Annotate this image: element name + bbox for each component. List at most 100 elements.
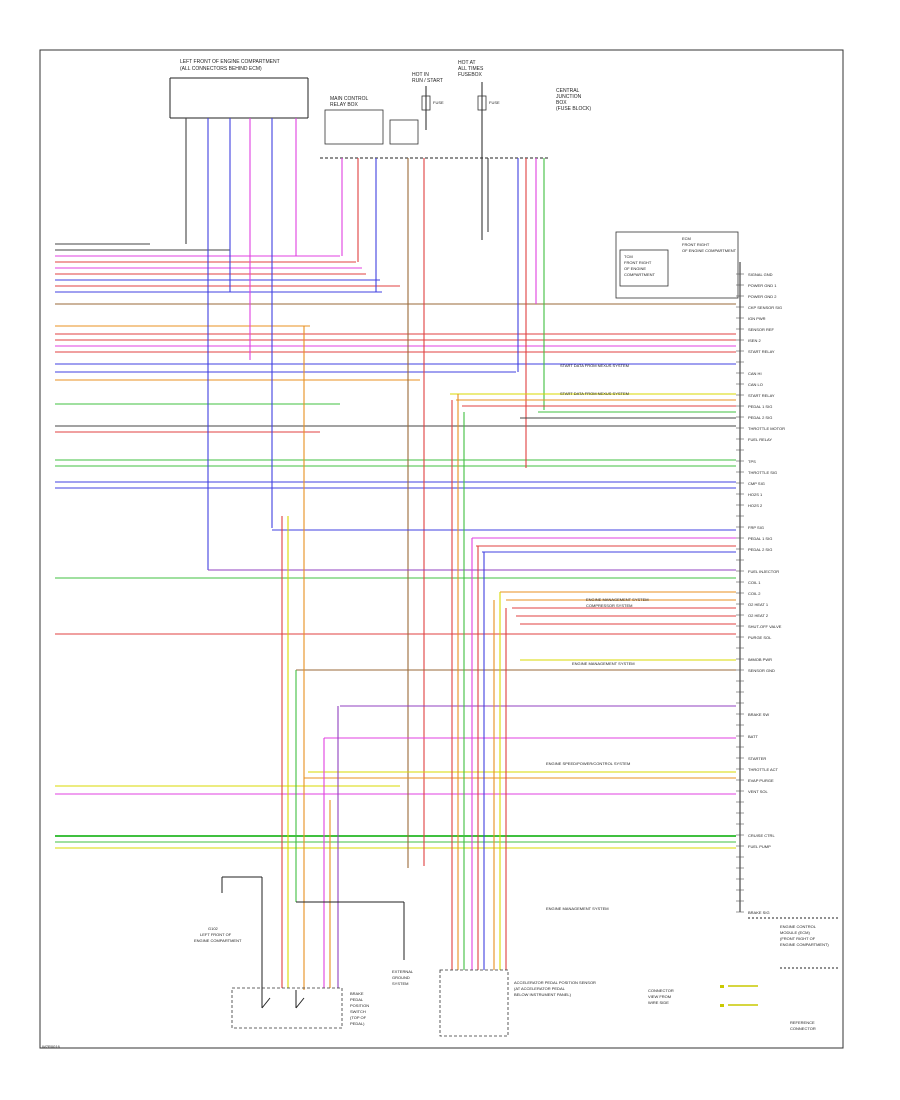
- pin-label: FRP SIG: [748, 525, 764, 530]
- pin-label: PURGE SOL: [748, 635, 772, 640]
- ecm-legend-label-2: MODULE (ECM): [780, 930, 810, 935]
- reference-connector-label-2: CONNECTOR: [790, 1026, 816, 1031]
- pedal-sensor-connector: ACCELERATOR PEDAL POSITION SENSOR (AT AC…: [439, 969, 596, 1037]
- pin-label: START RELAY: [748, 349, 775, 354]
- tcm-label-2: FRONT RIGHT: [624, 260, 652, 265]
- central-panel-label: CENTRAL JUNCTION BOX (FUSE BLOCK): [556, 88, 591, 112]
- ecm-legend-label-3: (FRONT RIGHT OF: [780, 936, 816, 941]
- brake-switch: BRAKE PEDAL POSITION SWITCH (TOP OF PEDA…: [231, 987, 369, 1029]
- diagram-frame: [39, 49, 844, 1049]
- top-left-connector: LEFT FRONT OF ENGINE COMPARTMENT (ALL CO…: [169, 59, 309, 119]
- pin-label: SIGNAL GND: [748, 272, 773, 277]
- ground-center-label-3: SYSTEM: [392, 981, 408, 986]
- annotation-2: START DATA FROM NEXUS SYSTEM: [560, 391, 629, 396]
- reference-connector-label-1: REFERENCE: [790, 1020, 815, 1025]
- annotation-5: ENGINE MANAGEMENT SYSTEM: [572, 661, 635, 666]
- hot-run-label-2: RUN / START: [412, 78, 443, 84]
- pin-label: HO2S 2: [748, 503, 763, 508]
- pin-label: HO2S 1: [748, 492, 763, 497]
- top-left-connector-label-1: LEFT FRONT OF ENGINE COMPARTMENT: [180, 59, 280, 65]
- pedal-sensor-label-1: ACCELERATOR PEDAL POSITION SENSOR: [514, 980, 596, 985]
- relay-box: MAIN CONTROL RELAY BOX: [320, 96, 548, 159]
- pin-label: THROTTLE MOTOR: [748, 426, 785, 431]
- brake-switch-label-4: SWITCH: [350, 1009, 366, 1014]
- connector-view-label-2: VIEW FROM: [648, 994, 671, 999]
- pin-label: CAN HI: [748, 371, 762, 376]
- hot-all-label-1: HOT AT: [458, 60, 476, 66]
- ecm-header-2: FRONT RIGHT: [682, 242, 710, 247]
- pin-label: COIL 1: [748, 580, 761, 585]
- pin-label: CAN LO: [748, 382, 763, 387]
- pin-label: TPS: [748, 459, 756, 464]
- wire-layer: [55, 118, 736, 990]
- pin-label: PEDAL 1 SIG: [748, 536, 772, 541]
- pedal-sensor-label-2: (AT ACCELERATOR PEDAL: [514, 986, 566, 991]
- pin-label: CKP SENSOR SIG: [748, 305, 782, 310]
- annotation-3: ENGINE MANAGEMENT SYSTEM: [586, 597, 649, 602]
- right-connector-pins: SIGNAL GND POWER GND 1 POWER GND 2 CKP SENS…: [736, 262, 785, 915]
- pin-label: THROTTLE ACT: [748, 767, 779, 772]
- pin-label: EVAP PURGE: [748, 778, 774, 783]
- pin-label: POWER GND 2: [748, 294, 777, 299]
- ground-center-label-1: EXTERNAL: [392, 969, 414, 974]
- brake-switch-label-5: (TOP OF: [350, 1015, 367, 1020]
- annotation-1: START DATA FROM NEXUS SYSTEM: [560, 363, 629, 368]
- relay-box-label-2: RELAY BOX: [330, 102, 359, 108]
- tcm-label-3: OF ENGINE: [624, 266, 646, 271]
- pin-label: PEDAL 1 SIG: [748, 404, 772, 409]
- pin-label: SENSOR REF: [748, 327, 775, 332]
- pin-label: STARTER: [748, 756, 766, 761]
- pin-label: FUEL RELAY: [748, 437, 772, 442]
- hot-all-label-3: FUSEBOX: [458, 72, 483, 78]
- fuse-right: FUSE: [477, 82, 500, 240]
- brake-switch-label-3: POSITION: [350, 1003, 369, 1008]
- fuse-right-label: FUSE: [489, 100, 500, 105]
- pin-label: SHUT-OFF VALVE: [748, 624, 782, 629]
- pin-label: BRAKE SW: [748, 712, 769, 717]
- pin-label: BRAKE SIG: [748, 910, 770, 915]
- tcm-box: TCM FRONT RIGHT OF ENGINE COMPARTMENT EC…: [615, 231, 739, 299]
- annotation-7: ENGINE MANAGEMENT SYSTEM: [546, 906, 609, 911]
- ground-center-label-2: GROUND: [392, 975, 410, 980]
- pin-label: COIL 2: [748, 591, 761, 596]
- annotation-6: ENGINE SPEED/POWER/CONTROL SYSTEM: [546, 761, 630, 766]
- pin-label: SENSOR GND: [748, 668, 775, 673]
- annotations: START DATA FROM NEXUS SYSTEM START DATA …: [546, 363, 649, 911]
- hot-all-label: HOT AT ALL TIMES FUSEBOX: [458, 60, 484, 78]
- pin-label: CMP SIG: [748, 481, 765, 486]
- annotation-4: COMPRESSOR SYSTEM: [586, 603, 632, 608]
- ecm-header-3: OF ENGINE COMPARTMENT: [682, 248, 737, 253]
- pin-label: START RELAY: [748, 393, 775, 398]
- reference-connector: REFERENCE CONNECTOR: [790, 1020, 816, 1031]
- relay-box-label-1: MAIN CONTROL: [330, 96, 369, 102]
- pin-label: O2 HEAT 2: [748, 613, 769, 618]
- central-panel-label-3: BOX: [556, 100, 567, 106]
- ground-center: EXTERNAL GROUND SYSTEM: [296, 901, 414, 986]
- hot-all-label-2: ALL TIMES: [458, 66, 484, 72]
- pedal-sensor-label-3: BELOW INSTRUMENT PANEL): [514, 992, 572, 997]
- connector-view-label-1: CONNECTOR: [648, 988, 674, 993]
- left-ground-label-3: ENGINE COMPARTMENT: [194, 938, 242, 943]
- fuse-left-label: FUSE: [433, 100, 444, 105]
- pin-label: THROTTLE SIG: [748, 470, 777, 475]
- central-panel-label-4: (FUSE BLOCK): [556, 106, 591, 112]
- hot-run-label: HOT IN RUN / START: [412, 72, 443, 84]
- fuse-left: FUSE: [421, 86, 444, 130]
- hot-run-label-1: HOT IN: [412, 72, 429, 78]
- central-panel-label-1: CENTRAL: [556, 88, 580, 94]
- pin-label: PEDAL 2 SIG: [748, 415, 772, 420]
- ecm-legend: ENGINE CONTROL MODULE (ECM) (FRONT RIGHT…: [748, 917, 838, 969]
- pin-label: FUEL PUMP: [748, 844, 771, 849]
- connector-view: CONNECTOR VIEW FROM WIRE SIDE: [648, 985, 758, 1007]
- pin-label: BATT: [748, 734, 758, 739]
- pin-label: POWER GND 1: [748, 283, 777, 288]
- left-ground: G102 LEFT FRONT OF ENGINE COMPARTMENT: [194, 876, 263, 990]
- left-ground-label-1: G102: [208, 926, 219, 931]
- pin-label: CRUISE CTRL: [748, 833, 775, 838]
- pin-label: FUEL INJECTOR: [748, 569, 779, 574]
- pin-label: IGN PWR: [748, 316, 766, 321]
- pin-label: ISEN 2: [748, 338, 761, 343]
- pin-label: O2 HEAT 1: [748, 602, 769, 607]
